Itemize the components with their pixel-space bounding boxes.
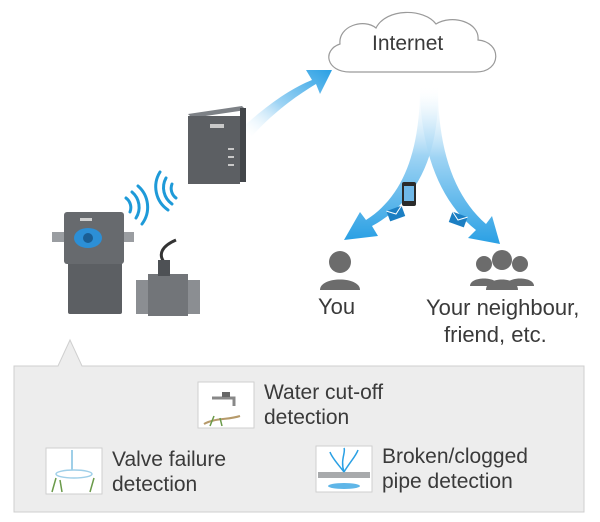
neighbour-line2: friend, etc.	[444, 322, 547, 347]
feature-water-cutoff-line1: Water cut-off	[264, 381, 384, 404]
controller-device	[52, 212, 134, 314]
recipient-you-label: You	[318, 294, 356, 319]
envelope-icon-right	[448, 211, 468, 228]
feature-valve-failure-line2: detection	[112, 473, 198, 496]
feature-water-cutoff-line2: detection	[264, 406, 350, 429]
feature-broken-pipe-line2: pipe detection	[382, 470, 513, 493]
broken-pipe-icon	[315, 445, 373, 493]
internet-label: Internet	[372, 32, 444, 55]
gateway-device	[188, 106, 246, 184]
flow-sensor	[136, 238, 200, 316]
wifi-signal-controller	[124, 184, 150, 226]
upload-arrow	[242, 70, 332, 136]
feature-broken-pipe-line1: Broken/clogged	[382, 445, 528, 468]
valve-failure-icon	[45, 447, 103, 495]
recipient-neighbour-label: Your neighbour, friend, etc.	[426, 294, 579, 348]
wifi-signal-gateway	[154, 170, 178, 212]
you-person-icon	[320, 251, 360, 290]
notify-arrow-neighbour	[420, 86, 500, 244]
internet-cloud	[328, 11, 497, 73]
feature-valve-failure-line1: Valve failure	[112, 448, 227, 471]
envelope-icon-left	[386, 205, 406, 222]
smartphone-icon	[402, 182, 416, 206]
feature-water-cutoff: Water cut-off detection	[264, 380, 383, 430]
feature-valve-failure: Valve failure detection	[112, 447, 226, 497]
feature-broken-pipe: Broken/clogged pipe detection	[382, 444, 528, 494]
group-persons-icon	[470, 250, 534, 290]
water-cutoff-icon	[197, 381, 255, 429]
neighbour-line1: Your neighbour,	[426, 295, 580, 320]
features-panel	[13, 338, 585, 513]
